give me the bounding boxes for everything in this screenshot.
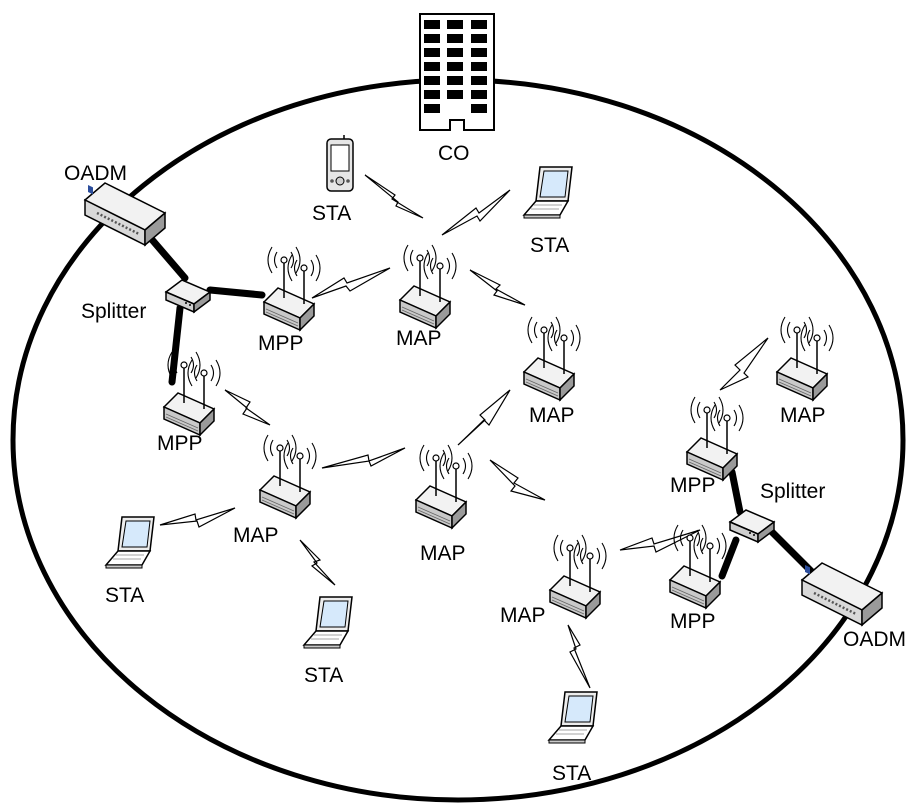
fiber-links (144, 231, 816, 580)
mpp-label: MPP (670, 610, 716, 633)
wireless-router-icon (523, 316, 581, 401)
map-label: MAP (500, 604, 546, 627)
office-building-icon (419, 13, 495, 131)
laptop-icon (548, 691, 598, 744)
mpp-label: MPP (258, 332, 304, 355)
splitter-box-icon (165, 279, 211, 313)
laptop-icon (303, 596, 353, 649)
splitter-label-left: Splitter (81, 300, 146, 323)
wireless-router-icon (686, 396, 744, 481)
oadm-label-right: OADM (843, 628, 906, 651)
splitter-label-right: Splitter (760, 480, 825, 503)
mpp-label: MPP (670, 474, 716, 497)
map-label: MAP (233, 524, 279, 547)
wireless-router-icon (399, 244, 457, 329)
sta-label: STA (530, 234, 569, 257)
sta-label: STA (105, 584, 144, 607)
wireless-router-icon (415, 444, 473, 529)
sta-label: STA (552, 762, 591, 785)
map-label: MAP (780, 404, 826, 427)
pda-icon (326, 134, 354, 192)
map-label: MAP (529, 404, 575, 427)
lightning-link-icon (159, 174, 769, 689)
mpp-label: MPP (157, 432, 203, 455)
co-label: CO (438, 142, 470, 165)
oadm-box-icon (83, 181, 167, 247)
laptop-icon (523, 166, 573, 219)
fiber-ring (10, 77, 906, 803)
oadm-label-left: OADM (64, 162, 127, 185)
wireless-router-icon (263, 246, 321, 331)
sta-label: STA (304, 664, 343, 687)
map-label: MAP (420, 542, 466, 565)
wireless-router-icon (259, 434, 317, 519)
map-label: MAP (396, 327, 442, 350)
sta-label: STA (312, 202, 351, 225)
wireless-router-icon (549, 534, 607, 619)
laptop-icon (105, 516, 155, 569)
wireless-router-icon (776, 316, 834, 401)
